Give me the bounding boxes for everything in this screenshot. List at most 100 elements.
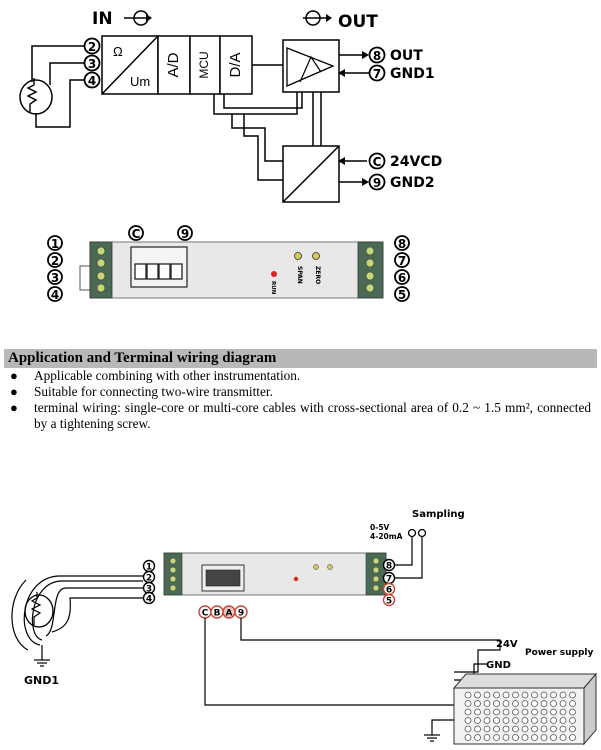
power-supply-label: Power supply xyxy=(525,648,594,658)
ad-label: A/D xyxy=(165,52,182,77)
vent-hole xyxy=(569,691,576,699)
terminal-label: 3 xyxy=(88,57,96,71)
vent-hole xyxy=(512,691,519,699)
vent-hole xyxy=(559,700,567,707)
sensor-cable xyxy=(11,575,143,667)
terminal-label: 7 xyxy=(373,67,381,81)
vent-hole xyxy=(493,708,500,716)
vent-hole xyxy=(512,700,519,707)
terminal-label: 8 xyxy=(386,562,392,572)
vent-hole xyxy=(483,725,491,733)
block-diagram: IN OUT 2 3 4 Ω Um A/D MCU xyxy=(19,9,442,302)
gnd1-terminal-label: GND1 xyxy=(390,66,435,82)
vent-hole xyxy=(483,734,491,741)
vent-hole xyxy=(474,725,481,733)
out-label: OUT xyxy=(338,12,378,32)
da-label: D/A xyxy=(227,52,244,77)
vent-hole xyxy=(464,725,472,733)
omega-symbol: Ω xyxy=(113,44,123,59)
vent-hole xyxy=(502,734,510,741)
terminal-label: 9 xyxy=(238,609,244,619)
terminal-label: C xyxy=(202,609,209,619)
terminal-label: 6 xyxy=(386,586,392,596)
24vcd-terminal-label: 24VCD xyxy=(390,154,442,170)
vent-hole xyxy=(474,734,481,741)
vent-hole xyxy=(550,708,557,716)
list-item: ●terminal wiring: single-core or multi-c… xyxy=(10,400,591,431)
power-wiring xyxy=(204,618,501,742)
wiring-module xyxy=(163,552,387,596)
terminal-label: 4 xyxy=(146,595,152,605)
zero-label: ZERO xyxy=(314,266,321,284)
terminal-label: B xyxy=(214,609,221,619)
vent-hole xyxy=(550,734,557,741)
wiring-bottom-terminals: C B A 9 xyxy=(198,605,248,619)
vent-hole xyxy=(483,717,491,724)
wiring-rtd-sensor-icon xyxy=(24,592,54,628)
vent-hole xyxy=(502,700,510,707)
terminal-label: 1 xyxy=(146,563,152,573)
vent-hole xyxy=(502,725,510,733)
vent-hole xyxy=(521,691,529,699)
sensor-wiring xyxy=(31,45,84,128)
vent-hole xyxy=(493,734,500,741)
vent-hole xyxy=(550,691,557,699)
vent-hole xyxy=(540,700,548,707)
vent-hole xyxy=(559,691,567,699)
power-converter xyxy=(282,145,340,203)
output-terminals: 8 7 C 9 OUT GND1 24VCD GND2 xyxy=(368,46,442,191)
sampling-terminal-icons xyxy=(407,528,427,538)
vent-hole xyxy=(550,717,557,724)
vent-hole xyxy=(559,734,567,741)
vent-hole xyxy=(493,717,500,724)
gnd2-terminal-label: GND2 xyxy=(390,175,435,191)
vent-hole xyxy=(540,717,548,724)
gnd-label: GND xyxy=(486,660,511,671)
vent-hole xyxy=(540,708,548,716)
terminal-label: 4 xyxy=(88,74,96,88)
vent-hole xyxy=(531,708,538,716)
vent-hole xyxy=(540,734,548,741)
terminal-label: 2 xyxy=(88,40,96,54)
list-item: ●Applicable combining with other instrum… xyxy=(10,368,301,383)
vent-hole xyxy=(569,700,576,707)
connector-label: 9 xyxy=(181,227,189,241)
wiring-left-terminals: 1 2 3 4 xyxy=(142,559,156,605)
vent-hole xyxy=(550,700,557,707)
terminal-label: 5 xyxy=(386,597,392,607)
list-item: ●Suitable for connecting two-wire transm… xyxy=(10,384,273,399)
vent-hole xyxy=(569,717,576,724)
gnd1-label: GND1 xyxy=(24,674,59,687)
terminal-label: 7 xyxy=(398,254,406,268)
application-section: Application and Terminal wiring diagram … xyxy=(4,349,597,432)
um-label: Um xyxy=(130,74,150,89)
vent-hole xyxy=(540,725,548,733)
output-arrow-icon xyxy=(303,10,332,26)
vent-hole xyxy=(559,725,567,733)
vent-hole xyxy=(521,725,529,733)
vent-hole xyxy=(464,691,472,699)
vent-hole xyxy=(502,691,510,699)
sampling-label: Sampling xyxy=(412,509,465,520)
out-terminal-label: OUT xyxy=(390,48,423,64)
vent-hole xyxy=(474,691,481,699)
terminal-label: 2 xyxy=(51,254,59,268)
output-arrows xyxy=(338,51,369,77)
range-ma-label: 4-20mA xyxy=(370,532,403,541)
in-label: IN xyxy=(92,9,113,29)
vent-hole xyxy=(569,708,576,716)
vent-hole xyxy=(531,717,538,724)
module-left-terminals: 1 2 3 4 xyxy=(47,235,63,302)
bullet-list: ●Applicable combining with other instrum… xyxy=(4,368,597,432)
mcu-label: MCU xyxy=(197,51,211,78)
vent-hole xyxy=(531,734,538,741)
terminal-label: C xyxy=(373,155,382,169)
module-illustration: 1 2 3 4 C 9 SPAN ZERO xyxy=(47,225,410,302)
vent-hole xyxy=(512,708,519,716)
terminal-label: A xyxy=(226,609,233,619)
span-label: SPAN xyxy=(296,266,303,284)
vent-hole xyxy=(531,691,538,699)
terminal-label: 7 xyxy=(386,575,392,585)
vent-hole xyxy=(569,725,576,733)
vent-hole xyxy=(493,691,500,699)
